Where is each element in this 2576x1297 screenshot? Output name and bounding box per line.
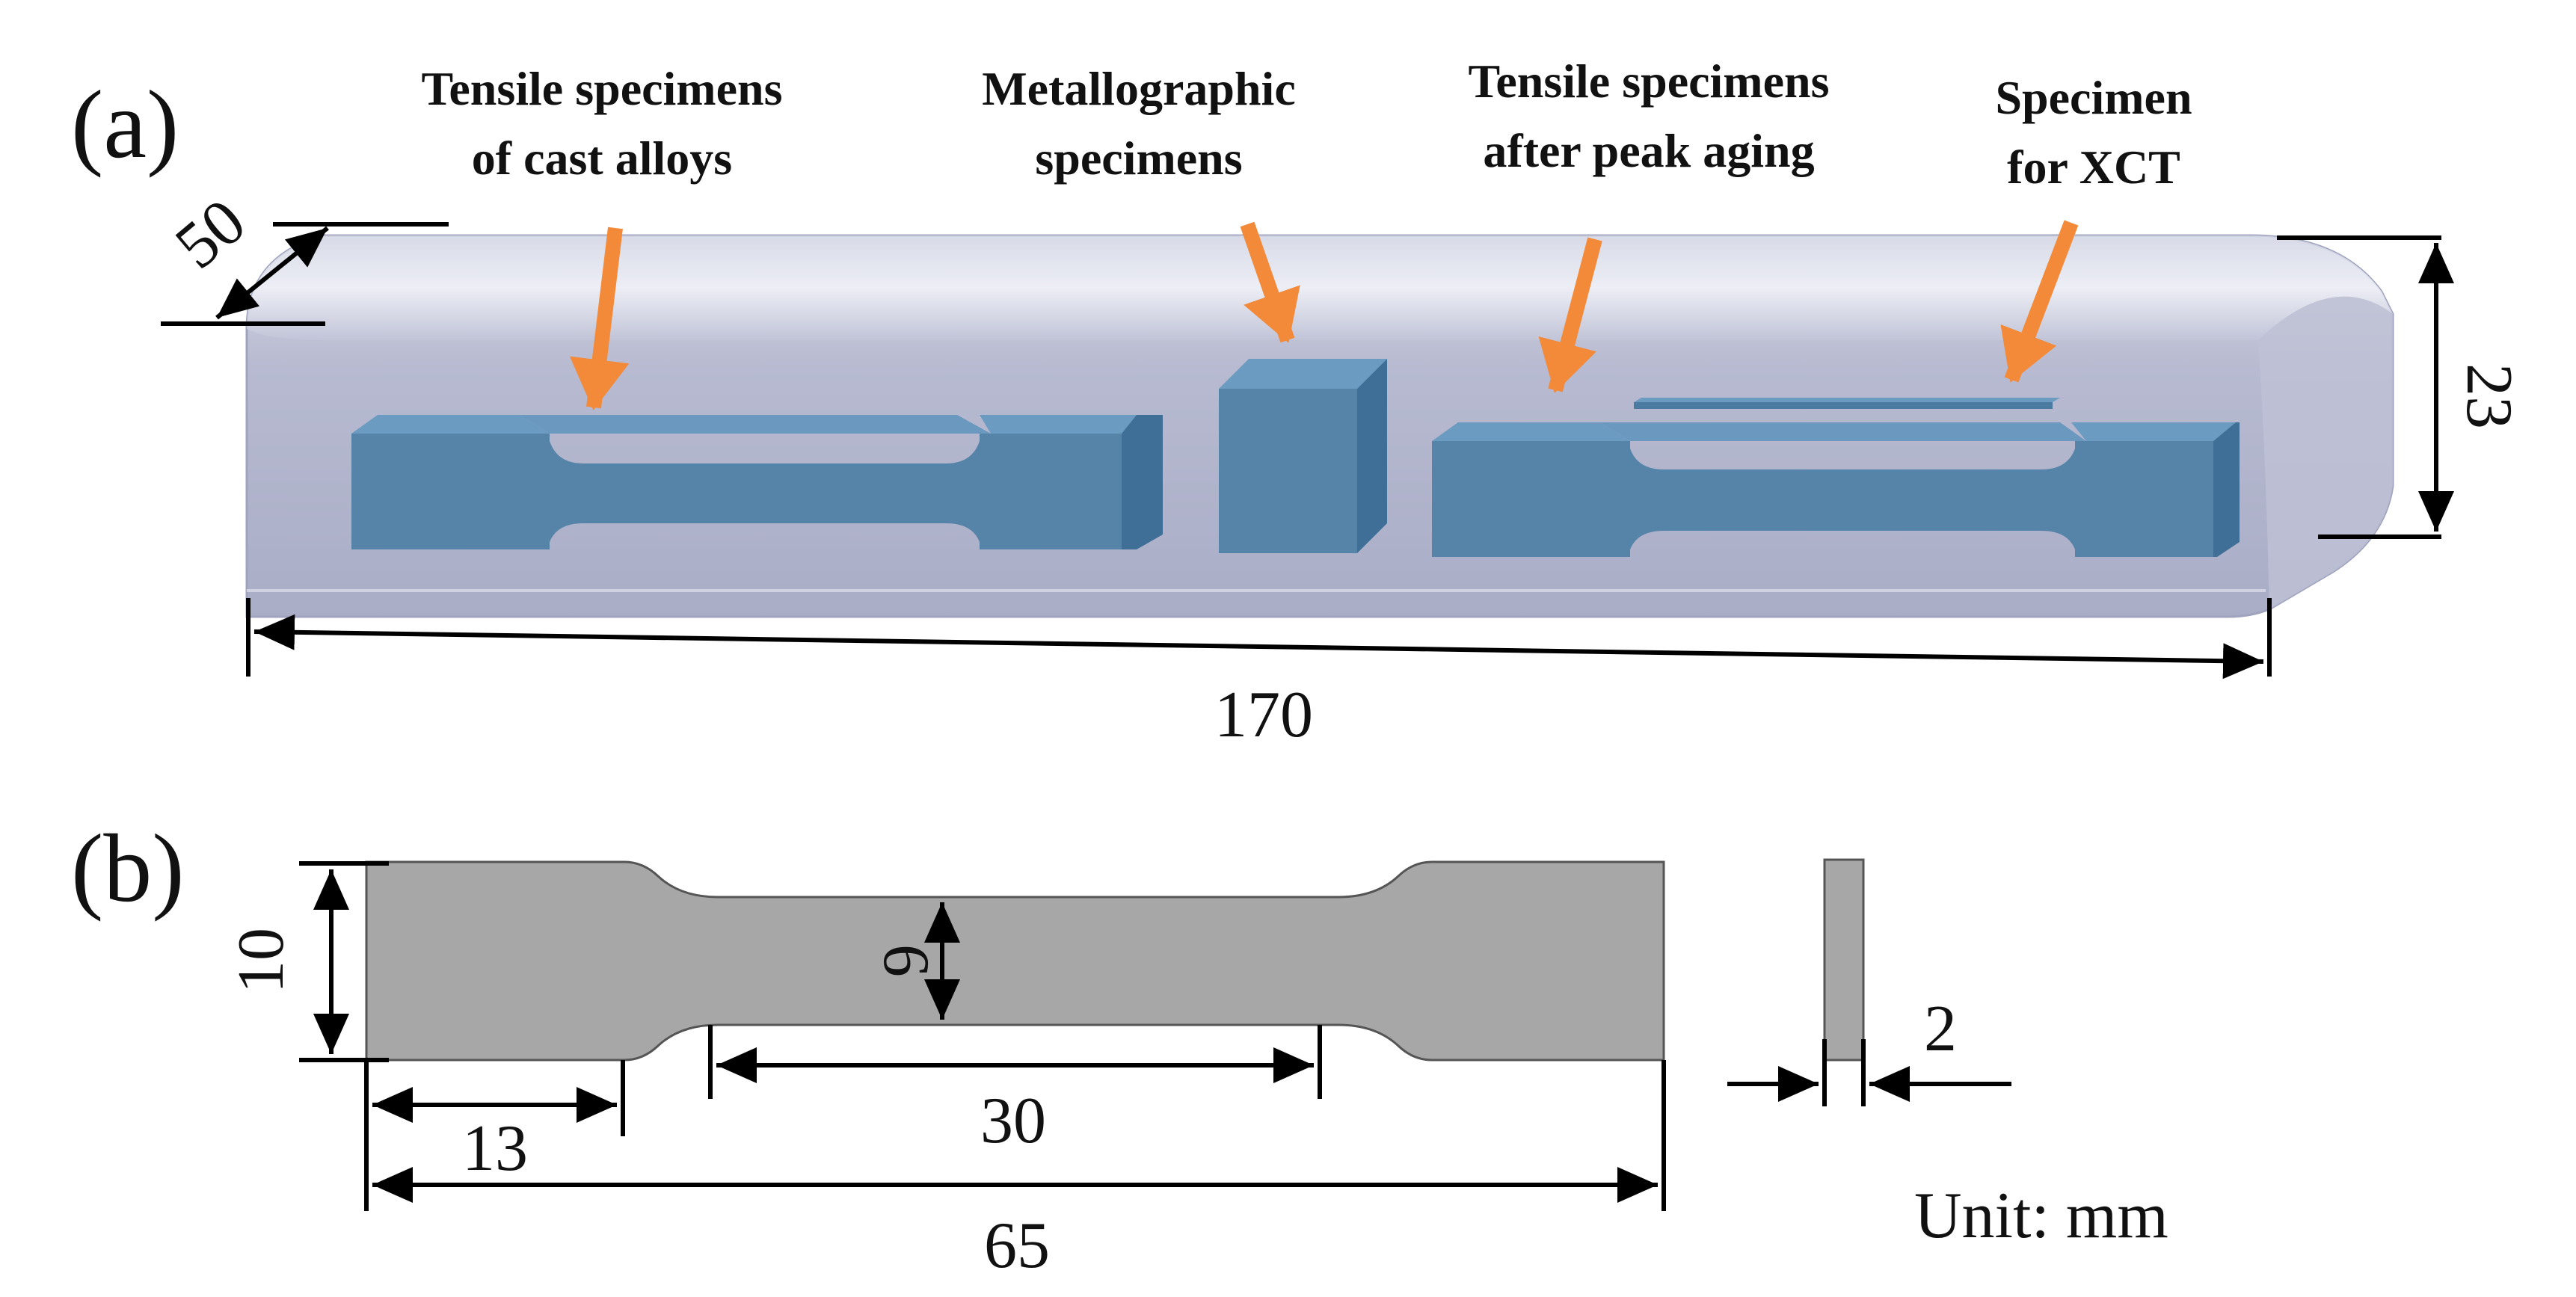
dimension-height: 23 xyxy=(2277,235,2525,539)
callout-label: Metallographic xyxy=(982,62,1295,115)
dimension-thickness: 2 xyxy=(1727,993,2011,1106)
dimension-label-170: 170 xyxy=(1214,679,1313,751)
metallographic-specimen xyxy=(1219,359,1387,553)
thickness-side-view xyxy=(1823,858,1865,1062)
tensile-specimen-aged xyxy=(1432,422,2240,557)
tensile-specimen-cast xyxy=(351,415,1163,549)
callout-label: for XCT xyxy=(2007,141,2180,194)
callout-label: after peak aging xyxy=(1483,124,1814,177)
dimension-gauge-width: 6 xyxy=(870,902,960,1020)
arrow-icon xyxy=(1538,237,1602,393)
panel-b-label: (b) xyxy=(71,815,185,922)
callout-label: Tensile specimens xyxy=(1469,55,1830,108)
dimension-grip-width: 10 xyxy=(225,861,389,1062)
tensile-sample-outline xyxy=(365,860,1665,1062)
panel-a-label: (a) xyxy=(71,71,179,179)
dimension-gauge-length: 30 xyxy=(708,1025,1322,1157)
dimension-label-50: 50 xyxy=(162,185,259,283)
callout-label: specimens xyxy=(1035,132,1242,185)
xct-specimen xyxy=(1634,398,2060,409)
callout-arrows xyxy=(569,220,2079,410)
callout-label: of cast alloys xyxy=(472,132,732,185)
arrow-icon xyxy=(569,227,630,410)
unit-label: Unit: mm xyxy=(1914,1180,2168,1252)
arrow-icon xyxy=(1240,221,1300,343)
dimension-label-6: 6 xyxy=(870,944,942,977)
dimension-label-30: 30 xyxy=(980,1085,1046,1157)
dimension-label-10: 10 xyxy=(225,928,298,993)
dimension-total-length: 65 xyxy=(372,1060,1666,1282)
callout-label: Tensile specimens xyxy=(422,62,783,115)
callout-label: Specimen xyxy=(1995,71,2192,124)
dimension-grip-length: 13 xyxy=(364,1060,625,1211)
dimension-label-65: 65 xyxy=(984,1210,1050,1282)
dimension-label-23: 23 xyxy=(2453,363,2525,429)
dimension-label-2: 2 xyxy=(1924,993,1957,1065)
dimension-label-13: 13 xyxy=(462,1112,528,1185)
arrow-icon xyxy=(2000,220,2079,383)
dimension-length: 170 xyxy=(246,598,2272,751)
